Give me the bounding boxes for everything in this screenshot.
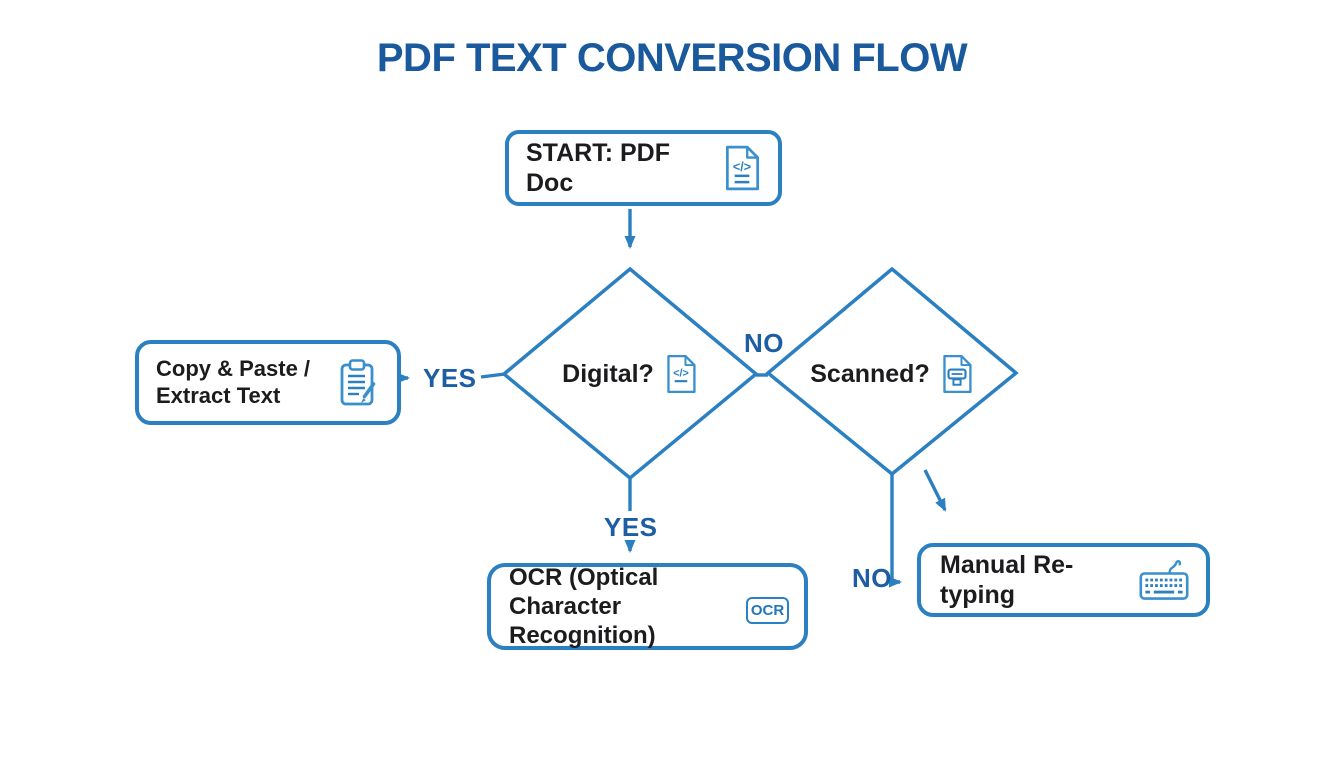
node-manual-retyping: Manual Re-typing: [917, 543, 1210, 617]
node-digital-label: Digital?: [562, 359, 654, 388]
node-ocr-label: OCR (Optical Character Recognition): [509, 563, 659, 650]
code-document-icon: </>: [667, 354, 696, 394]
node-copy-paste-label: Copy & Paste / Extract Text: [156, 355, 311, 408]
edge-label-no-down: NO: [852, 563, 892, 593]
edge-label-no-top: NO: [744, 328, 784, 358]
node-scanned: Scanned?: [768, 344, 1016, 404]
node-start-label: START: PDF Doc: [526, 138, 670, 198]
node-digital: Digital? </>: [505, 344, 755, 404]
svg-text:</>: </>: [733, 160, 751, 174]
edge-scanned-diagonal: [923, 469, 947, 512]
scan-document-icon: [943, 354, 972, 394]
svg-text:</>: </>: [673, 368, 689, 380]
edge-yes-to-digital: [480, 372, 506, 379]
clipboard-edit-icon: [340, 358, 376, 405]
node-copy-paste: Copy & Paste / Extract Text: [135, 340, 401, 425]
keyboard-icon: [1139, 560, 1189, 600]
edge-scanned-no-elbow: [889, 474, 902, 588]
edge-label-yes-down: YES: [604, 512, 658, 542]
node-ocr: OCR (Optical Character Recognition) OCR: [487, 563, 808, 650]
node-start: START: PDF Doc </>: [505, 130, 782, 206]
node-scanned-label: Scanned?: [810, 359, 930, 388]
code-document-icon: </>: [726, 145, 760, 191]
node-manual-retyping-label: Manual Re-typing: [940, 550, 1074, 610]
page-title: PDF TEXT CONVERSION FLOW: [376, 36, 968, 80]
edge-label-yes-left: YES: [423, 363, 477, 393]
ocr-badge: OCR: [746, 597, 789, 624]
